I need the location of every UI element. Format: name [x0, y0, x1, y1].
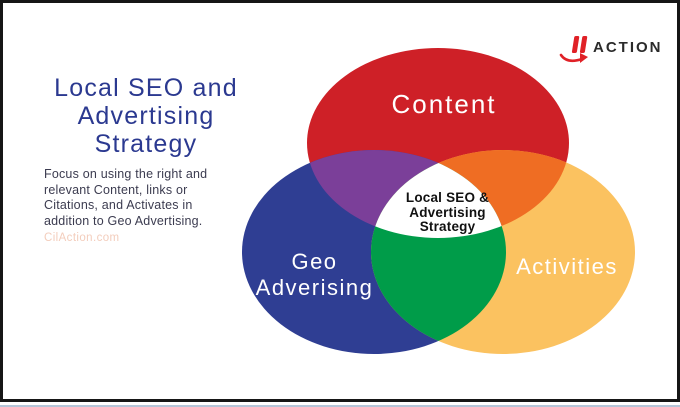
center-label-line1: Local SEO &: [405, 190, 490, 205]
bottom-edge-line: [0, 405, 680, 407]
geo-label-line2: Adverising: [255, 275, 374, 300]
title-line1: Local SEO and: [54, 74, 238, 102]
logo-swoosh: [559, 53, 584, 63]
title-line2: Advertising: [77, 102, 215, 130]
venn-center-label: Local SEO & Advertising Strategy: [375, 190, 520, 235]
description-line4: addition to Geo Advertising.: [44, 213, 203, 228]
logo-text: ACTION: [593, 38, 663, 56]
logo-arrowhead: [580, 53, 588, 63]
brand-logo: ACTION: [556, 26, 663, 66]
activities-circle-label: Activities: [516, 254, 618, 279]
description-text: Focus on using the right and relevant Co…: [44, 167, 244, 229]
overlap-center: [371, 150, 506, 238]
watermark-text: CilAction.com: [44, 232, 120, 244]
page-title: Local SEO and Advertising Strategy: [28, 74, 264, 158]
center-label-line3: Strategy: [419, 219, 476, 234]
geo-label-line1: Geo: [291, 249, 338, 274]
description-line3: Citations, and Activates in: [44, 198, 193, 212]
center-label-line2: Advertising: [409, 204, 486, 220]
geo-circle-label: Geo Adverising: [212, 249, 417, 301]
logo-smile-icon: [559, 36, 588, 63]
logo-bar-1: [571, 36, 580, 53]
logo-bar-2: [579, 36, 588, 53]
description-line2: relevant Content, links or: [44, 182, 188, 197]
title-line3: Strategy: [94, 130, 198, 158]
content-circle-label: Content: [391, 89, 497, 119]
description-line1: Focus on using the right and: [44, 167, 208, 181]
